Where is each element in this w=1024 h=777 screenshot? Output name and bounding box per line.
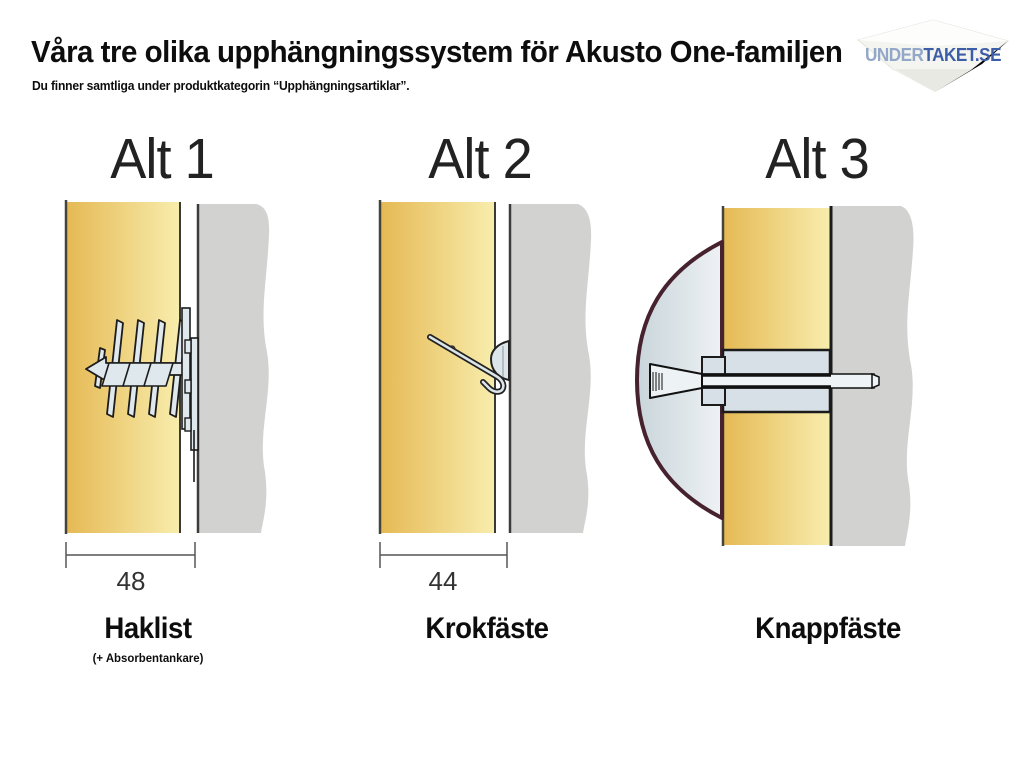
alt2-dimension-value: 44 (429, 566, 458, 596)
heading-alt-3: Alt 3 (765, 127, 870, 191)
alt1-dimension (65, 542, 196, 568)
alt1-wall (199, 204, 270, 533)
alt2-dimension (379, 542, 508, 568)
label-haklist: Haklist (104, 612, 192, 645)
undertaket-logo[interactable]: UNDERTAKET.SE (860, 45, 1006, 66)
undertaket-logo-shape (856, 19, 1010, 92)
alt2-wall (511, 204, 592, 533)
page-title: Våra tre olika upphängningssystem för Ak… (31, 34, 843, 69)
alt1-coil-front (101, 362, 174, 387)
alt2-hook-fill (428, 335, 505, 394)
logo-text-taket: TAKET.SE (923, 45, 1002, 65)
heading-alt-1: Alt 1 (110, 127, 215, 191)
label-haklist-sub: (+ Absorbentankare) (92, 651, 204, 665)
diagram-krokfaste: 44 (378, 200, 592, 596)
heading-alt-2: Alt 2 (428, 127, 533, 191)
label-krokfaste: Krokfäste (425, 612, 549, 645)
alt3-screw-head (649, 363, 703, 399)
alt3-screw-tip (871, 372, 880, 390)
alt3-screw-drive-hatch (652, 372, 663, 391)
diagram-haklist: 48 (64, 200, 270, 596)
alt1-dimension-value: 48 (117, 566, 146, 596)
logo-top-face (858, 20, 1008, 46)
diagrams-canvas: 48 44 (64, 200, 914, 596)
label-knappfaste: Knappfäste (755, 612, 901, 645)
alt2-wall-screw-head (489, 339, 510, 382)
alt1-haklist-hooks (184, 339, 192, 432)
logo-bottom-face (894, 70, 971, 92)
alt1-haklist-flange (181, 307, 191, 430)
logo-text-under: UNDER (864, 45, 924, 65)
diagram-knappfaste (635, 206, 914, 546)
page-subtitle: Du finner samtliga under produktkategori… (32, 79, 410, 93)
